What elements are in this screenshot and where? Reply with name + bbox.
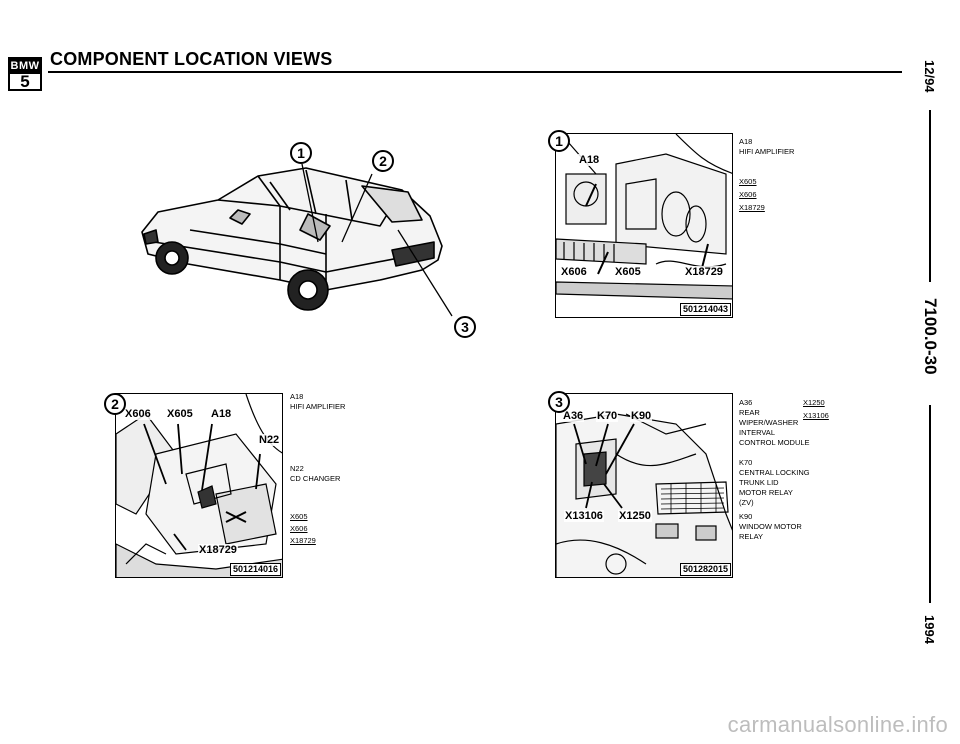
caption-x605: X605 — [739, 177, 757, 186]
caption-x606: X606 — [290, 524, 308, 533]
panel-1-tag-x605: X605 — [614, 266, 642, 278]
panel-1-tag-x606: X606 — [560, 266, 588, 278]
caption-relay: RELAY — [739, 532, 764, 541]
title-rule — [48, 71, 902, 73]
panel-3-detail-view: A36 K70 K90 X13106 X1250 501282015 — [555, 393, 733, 578]
caption-motor-relay: MOTOR RELAY — [739, 488, 793, 497]
panel-1-illustration — [556, 134, 732, 300]
overview-callout-3: 3 — [454, 316, 476, 338]
source-watermark: carmanualsonline.info — [727, 712, 948, 737]
overview-car-illustration — [141, 163, 453, 317]
panel-2-tag-a18: A18 — [210, 408, 233, 420]
panel-3-connector-captions: X1250 X13106 — [803, 398, 829, 421]
panel-1-tag-x18729: X18729 — [684, 266, 724, 278]
panel-2-figure-id: 501214016 — [229, 563, 281, 576]
logo-series: 5 — [20, 72, 30, 91]
caption-interval: INTERVAL — [739, 428, 775, 437]
logo-brand: BMW — [10, 59, 40, 74]
panel-3-tag-x13106: X13106 — [564, 510, 604, 522]
caption-k90: K90 — [739, 512, 753, 521]
page-title: COMPONENT LOCATION VIEWS — [50, 49, 333, 69]
panel-3-illustration — [556, 413, 732, 577]
panel-3-figure-id: 501282015 — [679, 563, 731, 576]
panel-3-caption-list: A36 REAR WIPER/WASHER INTERVAL CONTROL M… — [739, 398, 810, 542]
overview-callout-1: 1 — [290, 142, 312, 164]
caption-window-motor: WINDOW MOTOR — [739, 522, 802, 531]
panel-2-tag-x18729: X18729 — [198, 544, 238, 556]
caption-cd-changer: CD CHANGER — [290, 474, 341, 483]
caption-zv: (ZV) — [739, 498, 754, 507]
panel-3-tag-x1250: X1250 — [618, 510, 652, 522]
caption-x18729: X18729 — [290, 536, 316, 545]
panel-1-callout: 1 — [548, 130, 570, 152]
panel-2-tag-x606: X606 — [124, 408, 152, 420]
panel-2-illustration — [116, 394, 282, 577]
caption-x18729: X18729 — [739, 203, 765, 212]
caption-control-module: CONTROL MODULE — [739, 438, 810, 447]
caption-a18: A18 — [290, 392, 304, 401]
panel-1-tag-a18: A18 — [578, 154, 601, 166]
caption-a18: A18 — [739, 137, 753, 146]
panel-3-tag-a36: A36 — [562, 410, 585, 422]
caption-x1250: X1250 — [803, 398, 825, 407]
bmw-5-series-logo: BMW 5 — [8, 57, 42, 91]
panel-2-tag-x605: X605 — [166, 408, 194, 420]
caption-central-locking: CENTRAL LOCKING — [739, 468, 810, 477]
panel-1-caption-list: A18 HIFI AMPLIFIER X605 X606 X18729 — [739, 137, 794, 213]
panel-2-tag-n22: N22 — [258, 434, 281, 446]
side-rule-2 — [929, 405, 931, 603]
caption-trunk-lid: TRUNK LID — [739, 478, 779, 487]
caption-x13106: X13106 — [803, 411, 829, 420]
panel-2-caption-list: A18 HIFI AMPLIFIER N22 CD CHANGER X605 X… — [290, 392, 345, 546]
caption-n22: N22 — [290, 464, 304, 473]
panel-3-callout: 3 — [548, 391, 570, 413]
caption-x605: X605 — [290, 512, 308, 521]
caption-hifi-amplifier: HIFI AMPLIFIER — [290, 402, 346, 411]
caption-a36: A36 — [739, 398, 753, 407]
panel-3-tag-k90: K90 — [630, 410, 653, 422]
caption-hifi-amplifier: HIFI AMPLIFIER — [739, 147, 795, 156]
caption-rear: REAR — [739, 408, 760, 417]
overview-callout-2: 2 — [372, 150, 394, 172]
caption-wiper-washer: WIPER/WASHER — [739, 418, 799, 427]
caption-x606: X606 — [739, 190, 757, 199]
caption-k70: K70 — [739, 458, 753, 467]
panel-2-detail-view: X606 X605 A18 N22 X18729 501214016 — [115, 393, 283, 578]
panel-3-tag-k70: K70 — [596, 410, 619, 422]
panel-1-detail-view: A18 X606 X605 X18729 501214043 — [555, 133, 733, 318]
side-date: 12/94 — [922, 60, 937, 93]
side-page-code: 7100.0-30 — [921, 298, 940, 375]
side-rule-1 — [929, 110, 931, 282]
panel-2-callout: 2 — [104, 393, 126, 415]
panel-1-figure-id: 501214043 — [679, 303, 731, 316]
side-year: 1994 — [922, 615, 937, 644]
